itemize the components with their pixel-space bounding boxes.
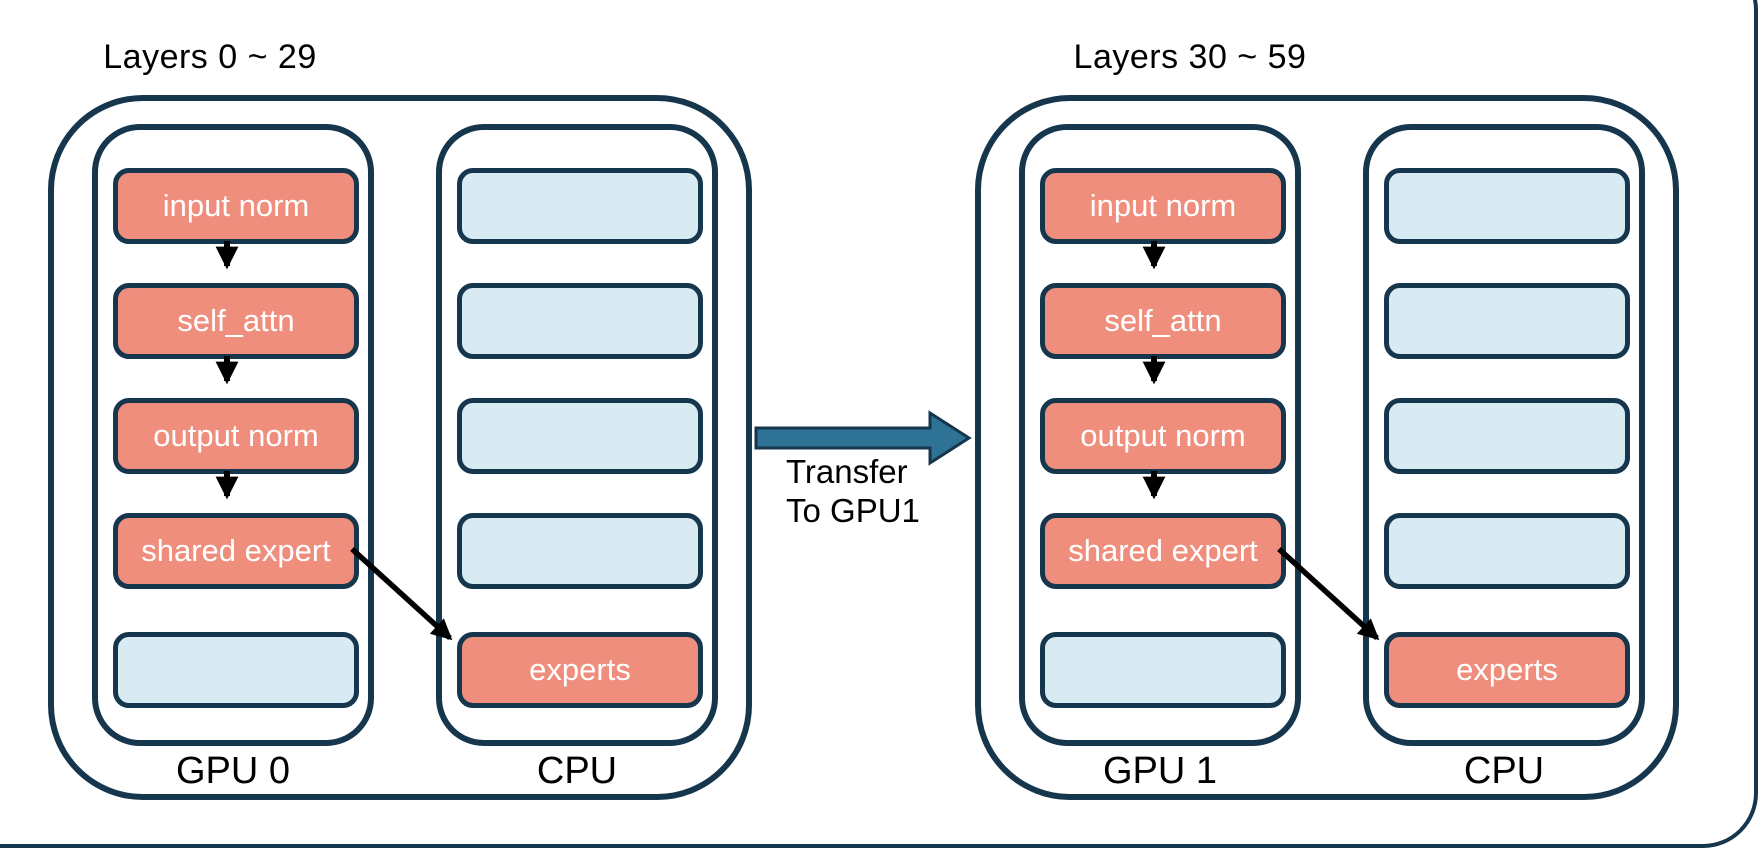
block-shared-expert: shared expert: [1040, 513, 1286, 589]
cpu-container-left: experts: [436, 124, 718, 746]
block-self-attn: self_attn: [113, 283, 359, 359]
transfer-label: Transfer To GPU1: [786, 452, 920, 530]
block-input-norm: input norm: [113, 168, 359, 244]
gpu0-container: input norm self_attn output norm shared …: [92, 124, 374, 746]
block-output-norm: output norm: [113, 398, 359, 474]
left-group-title: Layers 0 ~ 29: [103, 38, 317, 76]
block-self-attn: self_attn: [1040, 283, 1286, 359]
memory-block-empty: [457, 398, 703, 474]
memory-block-empty: [1384, 168, 1630, 244]
gpu1-label: GPU 1: [1102, 750, 1218, 792]
transfer-label-line1: Transfer: [786, 453, 908, 490]
memory-block-empty: [1384, 398, 1630, 474]
cpu-label-left: CPU: [536, 750, 618, 792]
transfer-label-line2: To GPU1: [786, 492, 920, 529]
block-experts: experts: [457, 632, 703, 708]
memory-block-empty: [457, 283, 703, 359]
gpu1-container: input norm self_attn output norm shared …: [1019, 124, 1301, 746]
block-output-norm: output norm: [1040, 398, 1286, 474]
block-experts: experts: [1384, 632, 1630, 708]
memory-block-empty: [1040, 632, 1286, 708]
block-shared-expert: shared expert: [113, 513, 359, 589]
right-group-title: Layers 30 ~ 59: [1073, 38, 1307, 76]
cpu-container-right: experts: [1363, 124, 1645, 746]
node-group-layers-0-29: input norm self_attn output norm shared …: [48, 95, 752, 800]
cpu-label-right: CPU: [1463, 750, 1545, 792]
memory-block-empty: [1384, 283, 1630, 359]
memory-block-empty: [457, 168, 703, 244]
gpu0-label: GPU 0: [175, 750, 291, 792]
memory-block-empty: [1384, 513, 1630, 589]
block-input-norm: input norm: [1040, 168, 1286, 244]
memory-block-empty: [113, 632, 359, 708]
node-group-layers-30-59: input norm self_attn output norm shared …: [975, 95, 1679, 800]
memory-block-empty: [457, 513, 703, 589]
